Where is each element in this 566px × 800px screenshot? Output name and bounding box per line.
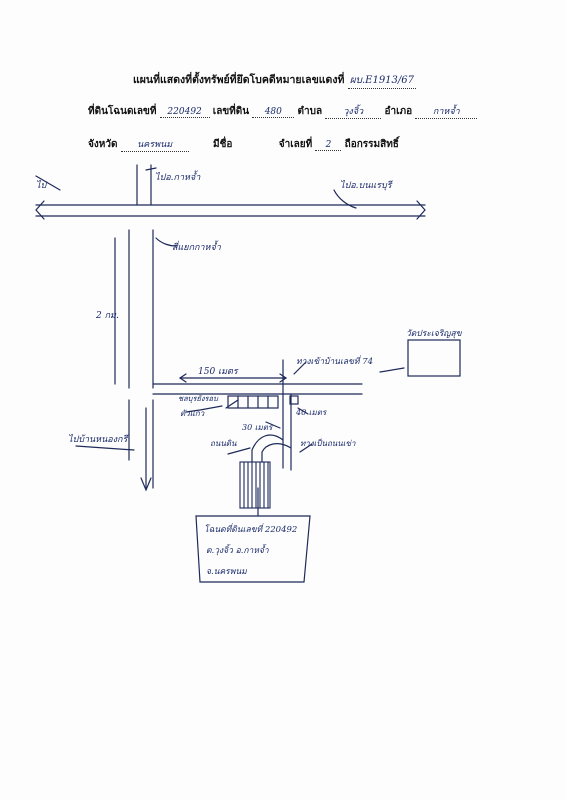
owner-label: ถือกรรมสิทธิ์	[344, 139, 399, 150]
case-number: ผบ.E1913/67	[347, 73, 416, 89]
east-landmark-box	[407, 339, 461, 377]
label-junction: สี่แยกกาหจ้ำ	[172, 240, 222, 253]
label-left-house-2: ตัวแกว	[180, 409, 205, 418]
land-no-label: เลขที่ดิน	[212, 106, 250, 117]
document-title-row: แผนที่แสดงที่ตั้งทรัพย์ที่ยึดโบคดีหมายเล…	[133, 71, 416, 89]
order-value: 2	[315, 140, 342, 151]
province-label: จังหวัด	[88, 139, 118, 150]
label-crossroad: ทางเข้าบ้านเลขที่ 74	[296, 355, 373, 367]
subdistrict-label: ตำบล	[297, 106, 323, 117]
district-label: อำเภอ	[384, 106, 413, 117]
property-note-box	[195, 515, 311, 583]
document-title: แผนที่แสดงที่ตั้งทรัพย์ที่ยึดโบคดีหมายเล…	[133, 74, 345, 86]
label-left-house: ชลบุรยังรอบ	[178, 394, 219, 403]
property-parcel	[239, 461, 271, 509]
label-east-landmark: วัดประเจริญสุข	[406, 329, 463, 339]
label-dist-40: 40 เมตร	[295, 408, 328, 417]
property-note-line-3: จ.นครพนม	[206, 567, 247, 577]
label-path: ถนนดิน	[210, 439, 237, 448]
subdistrict-value: วุงจิ้ว	[325, 104, 382, 119]
label-distance-horizontal: 150 เมตร	[198, 367, 239, 377]
label-dist-30: 30 เมตร	[242, 423, 274, 432]
deed-label: ที่ดินโฉนดเลขที่	[88, 106, 157, 117]
header-row-2: จังหวัด นครพนม มีชื่อ จำเลยที่ 2 ถือกรรม…	[88, 137, 399, 152]
name-label: มีชื่อ	[213, 139, 233, 150]
order-label: จำเลยที่	[278, 139, 313, 150]
province-value: นครพนม	[120, 137, 189, 152]
label-distance-vertical: 2 กม.	[95, 311, 119, 321]
label-to-district-east: ไปอ.บนแรบุรี	[340, 179, 394, 191]
west-arrow	[35, 200, 45, 220]
land-no-value: 480	[252, 107, 295, 118]
label-old-road: ทางเป็นถนนเข่า	[300, 438, 356, 448]
label-to-left: ไป	[36, 179, 48, 191]
district-value: กาหจ้ำ	[415, 104, 478, 119]
property-note-line-1: โฉนดที่ดินเลขที่ 220492	[204, 523, 297, 535]
label-to-south: ไปบ้านหนองกรี	[68, 433, 129, 445]
deed-value: 220492	[159, 107, 210, 118]
label-to-district-office: ไปอ.กาหจ้ำ	[155, 170, 201, 183]
header-row-1: ที่ดินโฉนดเลขที่ 220492 เลขที่ดิน 480 ตำ…	[88, 104, 478, 119]
east-arrow	[416, 200, 426, 220]
property-note-line-2: ต.วุงจิ้ว อ.กาหจ้ำ	[206, 544, 269, 556]
